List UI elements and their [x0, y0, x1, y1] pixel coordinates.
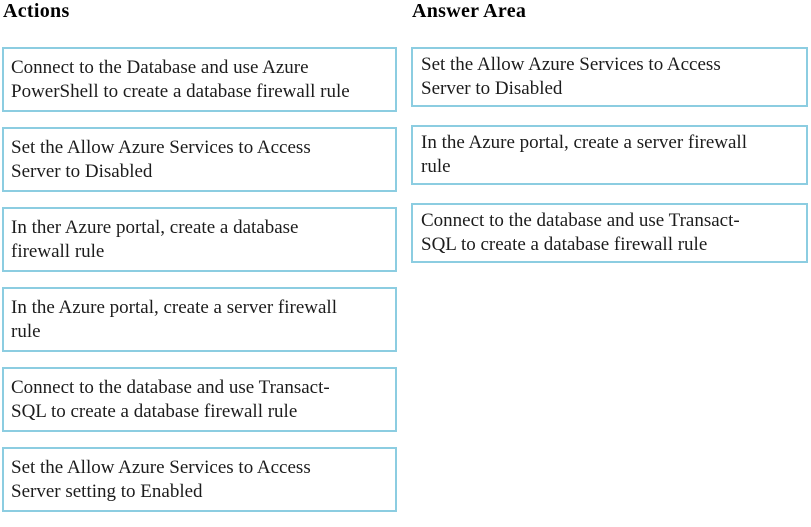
action-item[interactable]: In the Azure portal, create a server fir…: [2, 287, 397, 352]
actions-panel: Actions Connect to the Database and use …: [2, 0, 397, 527]
answer-item[interactable]: In the Azure portal, create a server fir…: [411, 125, 808, 185]
action-item[interactable]: Connect to the database and use Transact…: [2, 367, 397, 432]
actions-list: Connect to the Database and use Azure Po…: [2, 47, 397, 512]
action-item[interactable]: Set the Allow Azure Services to Access S…: [2, 127, 397, 192]
answer-item[interactable]: Connect to the database and use Transact…: [411, 203, 808, 263]
answer-area-title: Answer Area: [412, 0, 527, 22]
action-item[interactable]: Set the Allow Azure Services to Access S…: [2, 447, 397, 512]
answer-area-list: Set the Allow Azure Services to Access S…: [411, 47, 808, 263]
answer-item[interactable]: Set the Allow Azure Services to Access S…: [411, 47, 808, 107]
action-item[interactable]: In ther Azure portal, create a database …: [2, 207, 397, 272]
answer-area-panel: Answer Area Set the Allow Azure Services…: [411, 0, 808, 281]
actions-title: Actions: [3, 0, 70, 22]
action-item[interactable]: Connect to the Database and use Azure Po…: [2, 47, 397, 112]
